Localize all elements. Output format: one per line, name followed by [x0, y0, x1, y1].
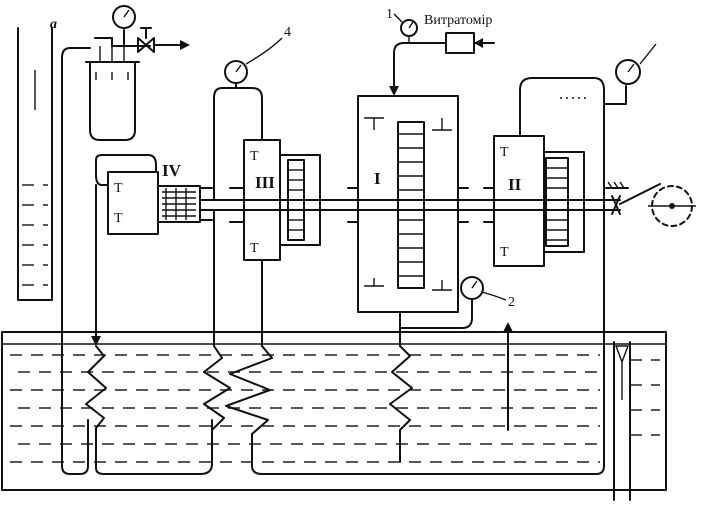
gauge-2-pipe	[399, 298, 473, 329]
stage-i-label: I	[374, 169, 381, 188]
down-arrow-icon	[389, 86, 399, 96]
gauge-4-needle	[235, 64, 242, 73]
stage-ii-top-pipe	[519, 77, 605, 137]
svg-text:T: T	[114, 181, 123, 196]
outlet-arrow-icon	[153, 40, 190, 50]
svg-text:T: T	[500, 245, 509, 260]
svg-text:T: T	[114, 211, 123, 226]
vessel-a	[85, 29, 151, 141]
gauge-1-leader	[393, 13, 403, 23]
coil-i	[389, 327, 413, 463]
left-arrow-icon	[474, 38, 483, 48]
up-arrow-icon	[503, 322, 513, 332]
coil-iii-a	[203, 345, 231, 431]
gauge-2-needle	[471, 280, 478, 289]
water-tank	[1, 331, 667, 491]
stage-iv-top-pipe	[95, 154, 157, 186]
right-gauge-leader	[639, 43, 657, 65]
gauge-1-label: 1	[386, 7, 393, 22]
gauge-4-leader	[245, 37, 283, 65]
gauge-2-label: 2	[508, 295, 515, 310]
stage-ii-label: II	[508, 175, 522, 194]
coil-iv	[85, 345, 213, 475]
stage-i-unit	[347, 95, 469, 313]
tank-level-indicator	[613, 341, 631, 501]
gauge-needle	[123, 9, 130, 18]
main-shaft	[199, 199, 621, 211]
stage-iv-label: IV	[162, 161, 182, 180]
gauge-4-label: 4	[284, 25, 291, 40]
flowmeter-to-stage-i-pipe	[393, 42, 447, 89]
level-gauge-column	[17, 27, 53, 301]
valve-icon	[137, 27, 155, 53]
gauge-4-pipe-right	[235, 87, 263, 141]
gauge-4-pipe-left	[213, 82, 237, 201]
drive-coupling	[605, 181, 696, 227]
gauge-1-needle	[408, 21, 414, 29]
vessel-a-label: a	[50, 17, 57, 32]
svg-text:T: T	[250, 241, 259, 256]
gauge-dial-icon	[112, 5, 136, 29]
svg-text:T: T	[250, 149, 259, 164]
vessel-return-pipe	[61, 47, 91, 475]
coil-iii-b	[225, 99, 605, 475]
stage-iii-label: III	[255, 173, 275, 192]
flowmeter-box	[445, 32, 475, 54]
flowmeter-label: Витратомір	[424, 13, 492, 28]
down-arrow-icon	[91, 336, 101, 346]
right-gauge-needle	[627, 63, 635, 73]
svg-text:T: T	[500, 145, 509, 160]
stage-iv-unit: T T	[107, 171, 213, 235]
right-gauge-icon	[615, 59, 641, 85]
right-gauge-stem	[603, 85, 627, 105]
gauge-2-leader	[481, 291, 507, 301]
water-surface-dashes	[10, 354, 660, 463]
